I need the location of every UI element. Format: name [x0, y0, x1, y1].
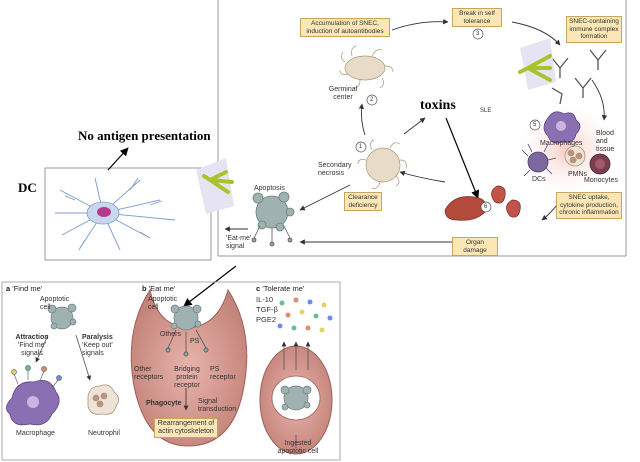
blood-tissue-label: Blood and tissue — [596, 130, 615, 153]
cycle-frame — [217, 0, 627, 257]
panel-b-title: 'Eat me' — [148, 284, 176, 293]
dc-cycle — [521, 143, 557, 177]
panel-c-letter-text: c — [256, 284, 261, 293]
panel-a-apoptotic-cell-label: Apoptotic cell — [40, 296, 70, 311]
break-tolerance-box: Break in self tolerance — [452, 8, 502, 27]
paralysis-sub-label: 'Keep out' signals — [82, 342, 113, 357]
pge2-label: PGE2 — [256, 315, 277, 324]
panel-b-letter: b 'Eat me' — [142, 284, 175, 293]
macrophage-cycle — [543, 111, 581, 144]
organ-damage-box: Organ damage — [452, 237, 498, 256]
attraction-sub-label: 'Find me' signals — [18, 342, 46, 357]
others-label: Others — [160, 331, 182, 338]
step-5: 5 — [533, 122, 537, 128]
ps-receptor-label: PS receptor — [210, 366, 236, 381]
panel-a-attraction: Attraction 'Find me' signals — [14, 334, 50, 358]
pmn-cycle — [564, 145, 586, 167]
panel-b-letter-text: b — [142, 284, 147, 293]
antibody-top — [518, 54, 552, 82]
sle-label: SLE — [480, 108, 492, 114]
cycle-arrows — [224, 18, 608, 245]
organ-kidneys — [491, 185, 521, 218]
step-1: 1 — [359, 144, 363, 150]
macrophages-label: Macrophages — [540, 140, 583, 147]
step-circles — [355, 28, 541, 213]
secondary-necrosis-cell — [357, 139, 407, 189]
ingested-label: Ingested apoptotic cell — [277, 440, 319, 455]
bottom-frame — [1, 281, 341, 461]
phagocyte-label: Phagocyte — [146, 400, 182, 407]
panel-c-cytokine-dots — [277, 297, 333, 333]
step-2: 2 — [370, 97, 374, 103]
ps-label: PS — [190, 338, 200, 345]
immune-complex — [551, 49, 607, 105]
other-receptors-label: Other receptors — [134, 366, 164, 381]
toxins-arrow — [445, 117, 480, 199]
panel-b-apoptotic-cell-label: Apoptotic cell — [148, 296, 178, 311]
step-3: 3 — [476, 31, 480, 37]
panel-c-ingested-cell — [280, 385, 312, 411]
dc-illustration — [55, 177, 176, 251]
il10-label: IL-10 — [256, 295, 274, 304]
antibody-apoptosis — [202, 170, 234, 194]
no-antigen-label: No antigen presentation — [78, 128, 211, 143]
germinal-center-label: Germinal center — [328, 86, 358, 101]
dcs-label: DCs — [532, 176, 546, 183]
signal-label: Signal transduction — [198, 398, 237, 413]
attraction-label: Attraction — [15, 334, 49, 341]
panel-a-paralysis: Paralysis 'Keep out' signals — [82, 334, 118, 358]
tgfb-label: TGF-β — [256, 305, 278, 314]
neutrophil-label: Neutrophil — [88, 430, 120, 437]
germinal-center-cells — [339, 45, 394, 89]
monocyte-cycle — [589, 153, 611, 175]
accumulation-box: Accumulation of SNEC, induction of autoa… — [300, 18, 390, 37]
panel-a-letter: a 'Find me' — [6, 284, 42, 293]
snec-uptake-box: SNEC uptake, cytokine production, chroni… — [556, 192, 622, 219]
apoptotic-cell-cycle — [252, 191, 295, 232]
panel-a-title: 'Find me' — [12, 284, 43, 293]
no-antigen-arrow — [107, 147, 129, 171]
immune-complex-box: SNEC-containing immune complex formation — [566, 16, 622, 43]
paralysis-label: Paralysis — [82, 334, 113, 341]
monocytes-label: Monocytes — [584, 177, 618, 184]
panel-c-title: 'Tolerate me' — [262, 284, 305, 293]
panel-a-apoptotic-cell — [47, 303, 77, 330]
rearrangement-box: Rearrangement of actin cytoskeleton — [154, 418, 218, 438]
panel-b-apoptotic-cell — [170, 304, 202, 331]
macrophage-label: Macrophage — [16, 430, 55, 437]
secondary-necrosis-label: Secondary necrosis — [318, 162, 352, 177]
panel-a-macrophage — [6, 379, 60, 426]
dc-frame — [44, 167, 212, 261]
dc-to-panelb-arrow — [183, 265, 237, 307]
eat-me-signal-label: 'Eat-me' signal — [226, 235, 252, 250]
clearance-deficiency-box: Clearance deficiency — [344, 192, 382, 211]
panel-a-find-me-signals — [11, 365, 62, 389]
panel-c-letter: c 'Tolerate me' — [256, 284, 304, 293]
panel-a-letter-text: a — [6, 284, 11, 293]
toxins-label: toxins — [420, 98, 456, 113]
dc-label: DC — [18, 180, 37, 195]
organ-liver — [444, 196, 487, 221]
step-6: 6 — [484, 204, 488, 210]
apoptosis-label: Apoptosis — [254, 185, 285, 192]
panel-a-neutrophil — [87, 384, 119, 415]
pmns-label: PMNs — [568, 171, 588, 178]
bridging-label: Bridging protein receptor — [174, 366, 200, 389]
